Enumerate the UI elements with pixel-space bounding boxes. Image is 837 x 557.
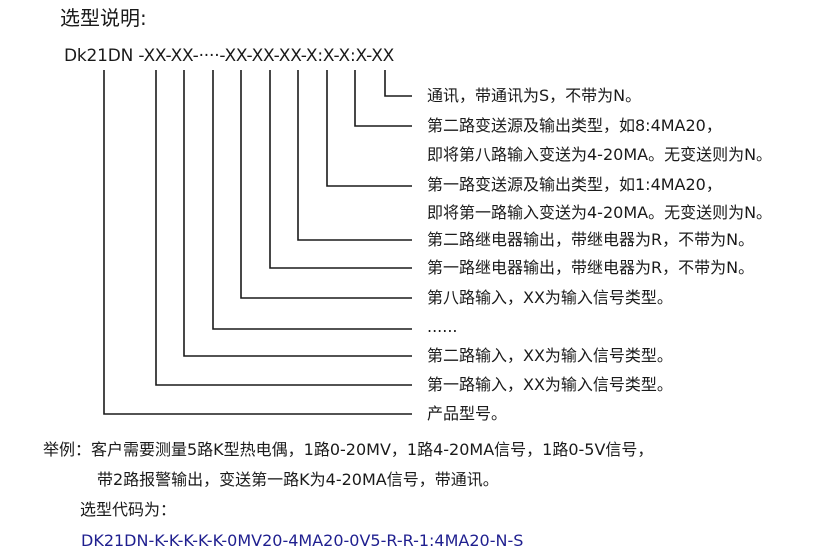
desc-communication: 通讯，带通讯为S，不带为N。 xyxy=(427,86,642,105)
connector-relay-1 xyxy=(269,70,412,269)
desc-ellipsis: ...... xyxy=(427,317,458,336)
page-title: 选型说明: xyxy=(60,6,147,30)
desc-input-2: 第二路输入，XX为输入信号类型。 xyxy=(427,346,673,365)
desc-transmit-2-line1: 第二路变送源及输出类型，如8:4MA20， xyxy=(427,116,722,135)
desc-input-1: 第一路输入，XX为输入信号类型。 xyxy=(427,375,673,394)
desc-transmit-1-line1: 第一路变送源及输出类型，如1:4MA20， xyxy=(427,175,722,194)
connector-transmit-2 xyxy=(354,70,412,127)
example-line-1: 举例：客户需要测量5路K型热电偶，1路0-20MV，1路4-20MA信号，1路0… xyxy=(43,440,654,459)
connector-product-model xyxy=(103,70,412,415)
example-line-2: 带2路报警输出，变送第一路K为4-20MA信号，带通讯。 xyxy=(97,470,499,489)
connector-comm xyxy=(384,70,412,97)
connector-input-2 xyxy=(183,70,412,357)
connector-transmit-1 xyxy=(326,70,412,187)
desc-product-model: 产品型号。 xyxy=(427,404,508,423)
desc-relay-1: 第一路继电器输出，带继电器为R，不带为N。 xyxy=(427,258,755,277)
connector-relay-2 xyxy=(297,70,412,241)
connector-ellipsis xyxy=(212,70,412,330)
connector-input-8 xyxy=(240,70,412,299)
example-code: DK21DN-K-K-K-K-K-0MV20-4MA20-0V5-R-R-1:4… xyxy=(81,531,524,550)
connector-input-1 xyxy=(155,70,412,386)
desc-relay-2: 第二路继电器输出，带继电器为R，不带为N。 xyxy=(427,230,755,249)
desc-transmit-1-line2: 即将第一路输入变送为4-20MA。无变送则为N。 xyxy=(427,203,773,222)
model-code-template: Dk21DN -XX-XX-····-XX-XX-XX-X:X-X:X-XX xyxy=(64,46,395,66)
desc-input-8: 第八路输入，XX为输入信号类型。 xyxy=(427,288,673,307)
example-line-3: 选型代码为： xyxy=(80,500,177,519)
desc-transmit-2-line2: 即将第八路输入变送为4-20MA。无变送则为N。 xyxy=(427,145,773,164)
